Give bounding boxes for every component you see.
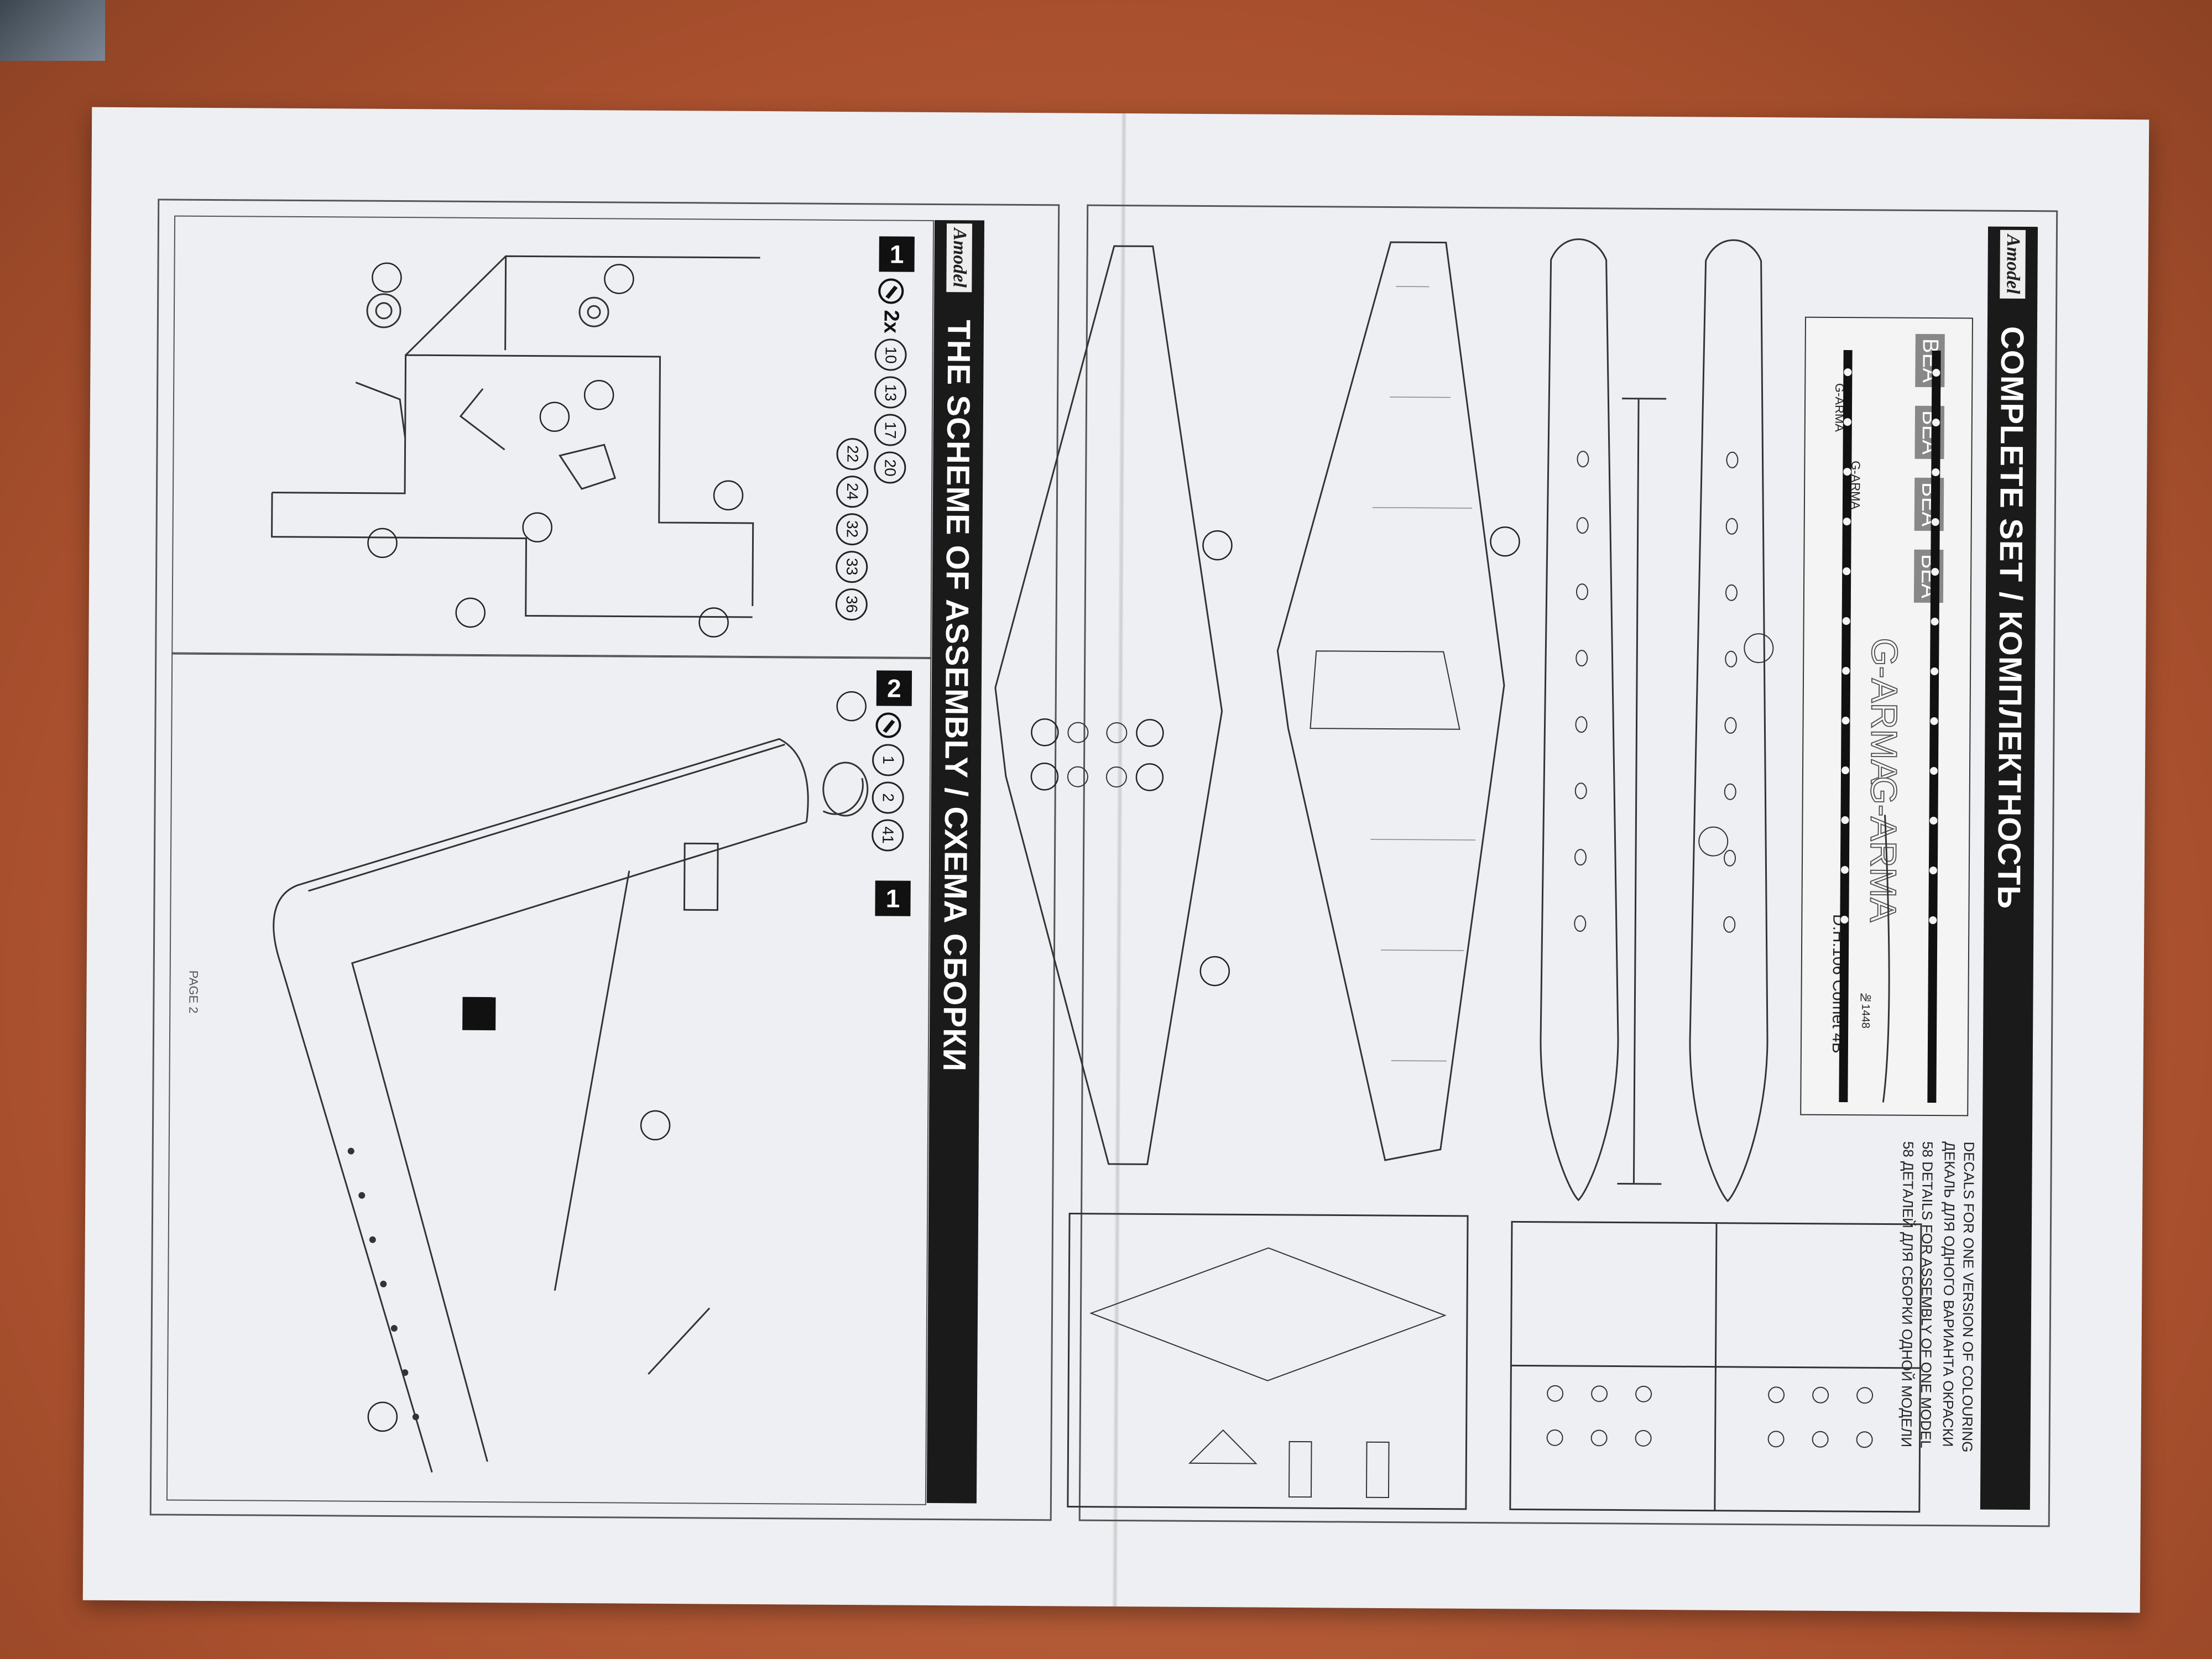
complete-set-title-bar: Amodel COMPLETE SET / КОМПЛЕКТНОСТЬ <box>1980 226 2038 1510</box>
page-label: PAGE 2 <box>186 970 201 1014</box>
brand-logo: Amodel <box>2000 229 2026 299</box>
step1-parts: 2x 10 13 17 20 <box>874 278 907 484</box>
sprue-a-drawing <box>1509 1220 1922 1513</box>
step1-multiplier: 2x <box>879 310 903 333</box>
step1-cockpit-drawing <box>271 255 760 638</box>
step1-number: 1 <box>879 236 915 272</box>
wing-lower-drawing <box>994 245 1233 1165</box>
fuselage-halves-drawing <box>1540 238 1774 1202</box>
complete-set-title: COMPLETE SET / КОМПЛЕКТНОСТЬ <box>1990 326 2031 909</box>
part-label: 20 <box>874 451 906 484</box>
decals-description-ru: ДЕКАЛЬ ДЛЯ ОДНОГО ВАРИАНТА ОКРАСКИ <box>1939 1141 1958 1447</box>
instruction-sheet: Amodel THE SCHEME OF ASSEMBLY / СХЕМА СБ… <box>82 107 2150 1613</box>
decals-description-en: DECALS FOR ONE VERSION OF COLOURING <box>1959 1141 1978 1453</box>
brand-logo: Amodel <box>946 223 973 293</box>
corner-object <box>0 0 105 61</box>
part-label: 13 <box>874 376 907 409</box>
step2-parts: 1 2 41 <box>872 712 905 852</box>
glue-icon <box>875 712 901 738</box>
decal-stripes <box>1839 350 1941 1103</box>
sheet-content: Amodel THE SCHEME OF ASSEMBLY / СХЕМА СБ… <box>83 107 2149 1613</box>
wing-upper-drawing <box>1276 241 1520 1161</box>
glue-icon <box>878 278 904 304</box>
step2-fuselage-drawing <box>273 691 869 1473</box>
sprue-b-drawing <box>1067 1212 1469 1510</box>
part-label: 17 <box>874 414 906 446</box>
part-label: 10 <box>874 338 907 371</box>
